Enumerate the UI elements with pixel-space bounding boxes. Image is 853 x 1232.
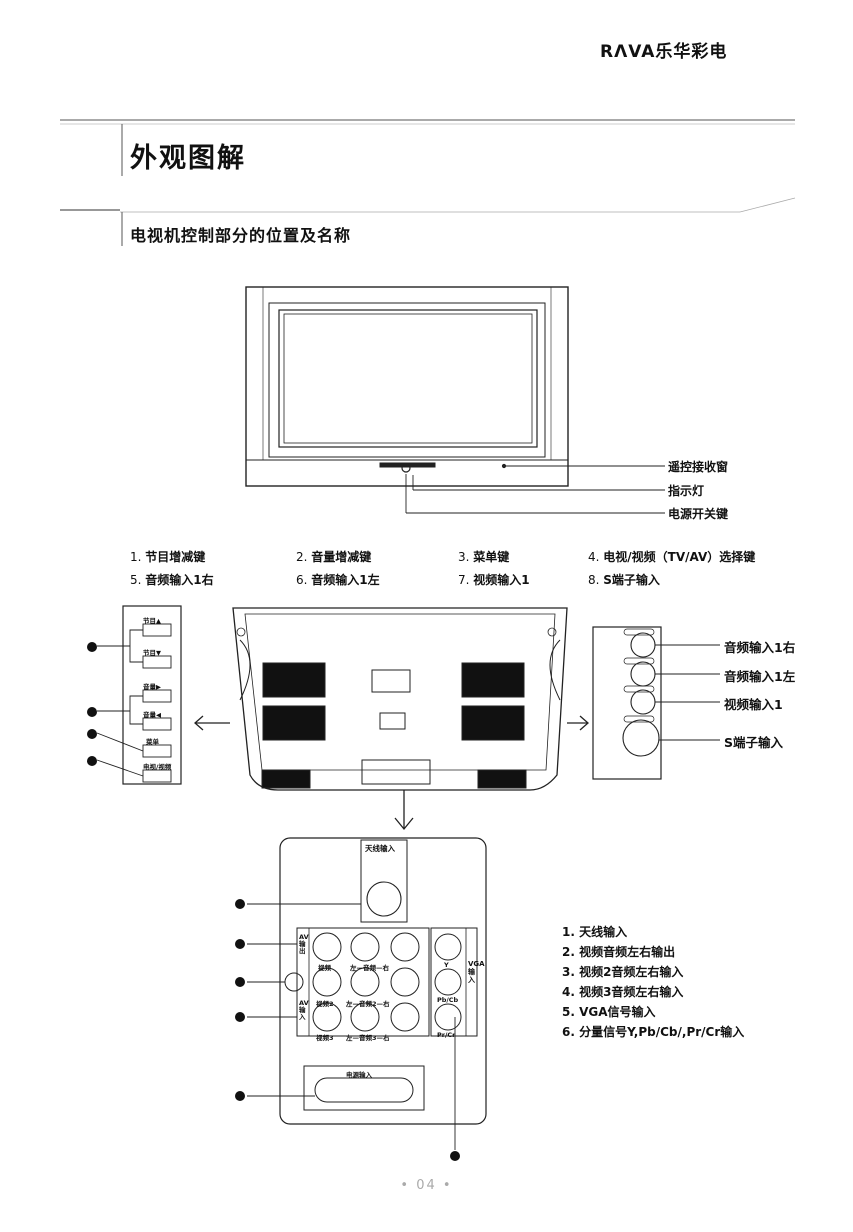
component-y-label: Y: [444, 961, 449, 969]
menu-label: 菜单: [146, 738, 159, 746]
side-panel-right: [592, 626, 720, 780]
indicator-light-label: 指示灯: [668, 484, 705, 498]
connector-list: 1. 天线输入 2. 视频音频左右输出 3. 视频2音频左右输入 4. 视频3音…: [562, 922, 744, 1042]
section-title: 外观图解: [130, 143, 246, 174]
audio-in-1-right-label: 音频输入1右: [724, 640, 796, 655]
brand-logo: RɅVA乐华彩电: [600, 42, 728, 62]
remote-receiver-label: 遥控接收窗: [668, 460, 729, 474]
legend-item: 4. 电视/视频（TV/AV）选择键: [588, 550, 756, 564]
row2-video-label: 视频2: [316, 1000, 334, 1008]
component-pb-label: Pb/Cb: [437, 996, 459, 1004]
subsection-title: 电视机控制部分的位置及名称: [130, 226, 352, 245]
legend-item: 5. 音频输入1右: [130, 573, 214, 587]
av-out-label: AV输出: [299, 933, 309, 955]
av-in-label: AV输入: [299, 999, 309, 1021]
page-number: • 04 •: [400, 1178, 453, 1193]
row3-video-label: 视频3: [316, 1034, 334, 1042]
list-item: 1. 天线输入: [562, 925, 628, 939]
volume-up-label: 音量▶: [143, 683, 161, 691]
tv-av-label: 电视/视频: [143, 763, 172, 771]
channel-up-label: 节目▲: [143, 617, 161, 625]
back-connector-panel: [247, 837, 487, 1150]
vga-label: VGA输入: [468, 960, 485, 984]
tv-front: [245, 286, 665, 514]
row1-video-label: 视频: [318, 964, 331, 972]
list-item: 4. 视频3音频左右输入: [562, 985, 684, 999]
side-panel-left: [96, 605, 182, 785]
row2-audio-label: 左—音频2—右: [346, 1000, 390, 1008]
legend-item: 2. 音量增减键: [296, 550, 372, 564]
legend-item: 7. 视频输入1: [458, 573, 530, 587]
row1-audio-label: 左—音频—右: [350, 964, 389, 972]
row3-audio-label: 左—音频3—右: [346, 1034, 390, 1042]
power-button-label: 电源开关键: [668, 507, 729, 521]
list-item: 2. 视频音频左右输出: [562, 945, 676, 959]
list-item: 5. VGA信号输入: [562, 1005, 656, 1019]
legend-item: 6. 音频输入1左: [296, 573, 380, 587]
video-in-1-label: 视频输入1: [724, 697, 783, 712]
audio-in-1-left-label: 音频输入1左: [724, 669, 796, 684]
tv-rear: [232, 607, 568, 791]
list-item: 3. 视频2音频左右输入: [562, 965, 684, 979]
legend-item: 1. 节目增减键: [130, 550, 206, 564]
s-video-in-label: S端子输入: [724, 735, 784, 750]
component-pr-label: Pr/Cr: [437, 1031, 456, 1039]
legend-item: 8. S端子输入: [588, 573, 660, 587]
legend-item: 3. 菜单键: [458, 550, 510, 564]
list-item: 6. 分量信号Y,Pb/Cb/,Pr/Cr输入: [562, 1025, 745, 1039]
power-input-label: 电源输入: [346, 1071, 372, 1079]
antenna-label: 天线输入: [365, 844, 395, 853]
channel-down-label: 节目▼: [143, 649, 161, 657]
volume-down-label: 音量◀: [143, 711, 161, 719]
